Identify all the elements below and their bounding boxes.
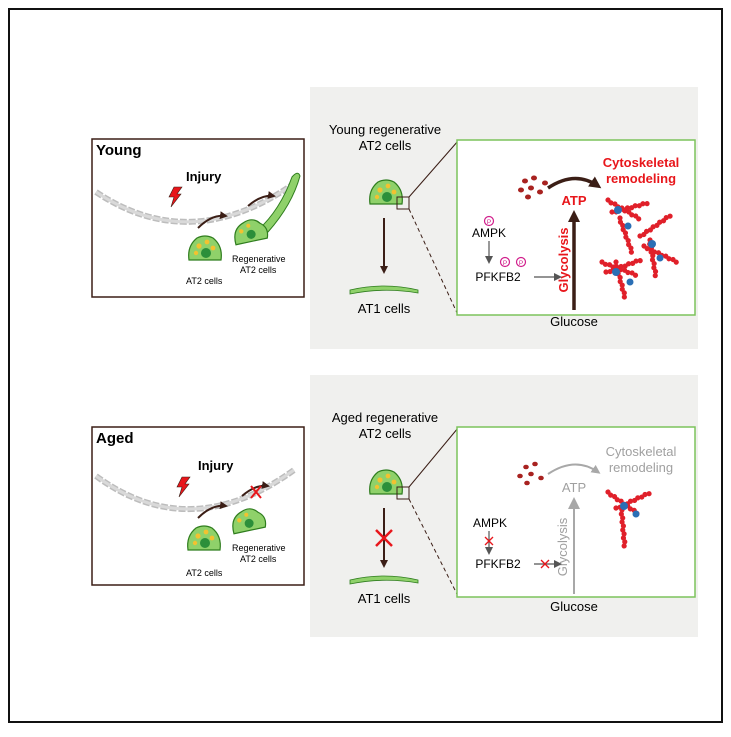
aged-arrow-blocked (241, 481, 270, 497)
young-ampk-label: AMPK (472, 226, 506, 240)
aged-cyto-2: remodeling (609, 460, 673, 475)
young-regen-cell (234, 219, 269, 246)
young-title-2: AT2 cells (359, 138, 412, 153)
young-cyto-2: remodeling (606, 171, 676, 186)
aged-block-x-icon (375, 529, 393, 547)
actin-network-aged (603, 488, 653, 549)
young-pfkfb2-label: PFKFB2 (475, 270, 521, 284)
young-mechanism-panel: Young regenerative AT2 cells AT1 cells C… (310, 87, 698, 349)
young-at1-label: AT1 cells (358, 301, 411, 316)
young-regen-label-1: Regenerative (232, 254, 286, 264)
aged-title-1: Aged regenerative (332, 410, 438, 425)
block-x-icon (250, 485, 262, 499)
phospho-pfkfb2-icon-2 (515, 256, 527, 268)
young-glycolysis-label: Glycolysis (556, 227, 571, 292)
young-at1-cell (349, 285, 419, 295)
young-injury-label: Injury (186, 169, 222, 184)
aged-mechanism-panel: Aged regenerative AT2 cells AT1 cells Cy… (310, 375, 698, 637)
aged-injury-label: Injury (198, 458, 234, 473)
aged-glucose-label: Glucose (550, 599, 598, 614)
aged-arrow-to-regen (197, 501, 228, 519)
aged-pfkfb2-label: PFKFB2 (475, 557, 521, 571)
outer-frame (8, 8, 723, 723)
arrow-to-at1 (247, 191, 276, 207)
aged-regen-label-2: AT2 cells (240, 554, 277, 564)
aged-at2-label: AT2 cells (186, 568, 223, 578)
aged-at1-cell (349, 575, 419, 585)
aged-glycolysis-label: Glycolysis (555, 517, 570, 576)
aged-ampk-label: AMPK (473, 516, 507, 530)
aged-zoom-panel (456, 426, 696, 598)
svg-text:P: P (519, 260, 523, 267)
phospho-ampk-icon (483, 215, 495, 227)
aged-pfkfb2-block-x-icon (540, 559, 550, 569)
aged-regen-cell (232, 508, 267, 535)
aged-title-2: AT2 cells (359, 426, 412, 441)
aged-at1-label: AT1 cells (358, 591, 411, 606)
aged-cyto-1: Cytoskeletal (606, 444, 677, 459)
actin-network-young (598, 196, 681, 301)
at1-flat-cell (256, 172, 301, 233)
atp-dots (518, 175, 548, 200)
young-regen-label-2: AT2 cells (240, 265, 277, 275)
aged-regen-label-1: Regenerative (232, 543, 286, 553)
aged-atp-label: ATP (562, 480, 586, 495)
zoom-box (396, 196, 410, 210)
svg-text:P: P (503, 260, 507, 267)
aged-ampk-block-x-icon (484, 536, 494, 546)
svg-text:P: P (487, 219, 491, 226)
young-injury-panel: Young Injury AT2 cells Regenerative AT2 … (91, 138, 305, 298)
young-title-1: Young regenerative (329, 122, 441, 137)
aged-atp-dots (517, 461, 544, 486)
young-atp-label: ATP (561, 193, 586, 208)
aged-panel-label: Aged (96, 430, 134, 447)
young-at2-label: AT2 cells (186, 276, 223, 286)
phospho-pfkfb2-icon-1 (499, 256, 511, 268)
young-glucose-label: Glucose (550, 314, 598, 329)
young-panel-label: Young (96, 142, 142, 159)
aged-atp-to-cyto-arrow (547, 463, 601, 475)
atp-to-cyto-arrow (547, 176, 602, 190)
young-cyto-1: Cytoskeletal (603, 155, 680, 170)
arrow-to-regen (197, 211, 228, 229)
aged-injury-panel: Aged Injury AT2 cells Regenerative AT2 c… (91, 426, 305, 586)
aged-zoom-box (396, 486, 410, 500)
